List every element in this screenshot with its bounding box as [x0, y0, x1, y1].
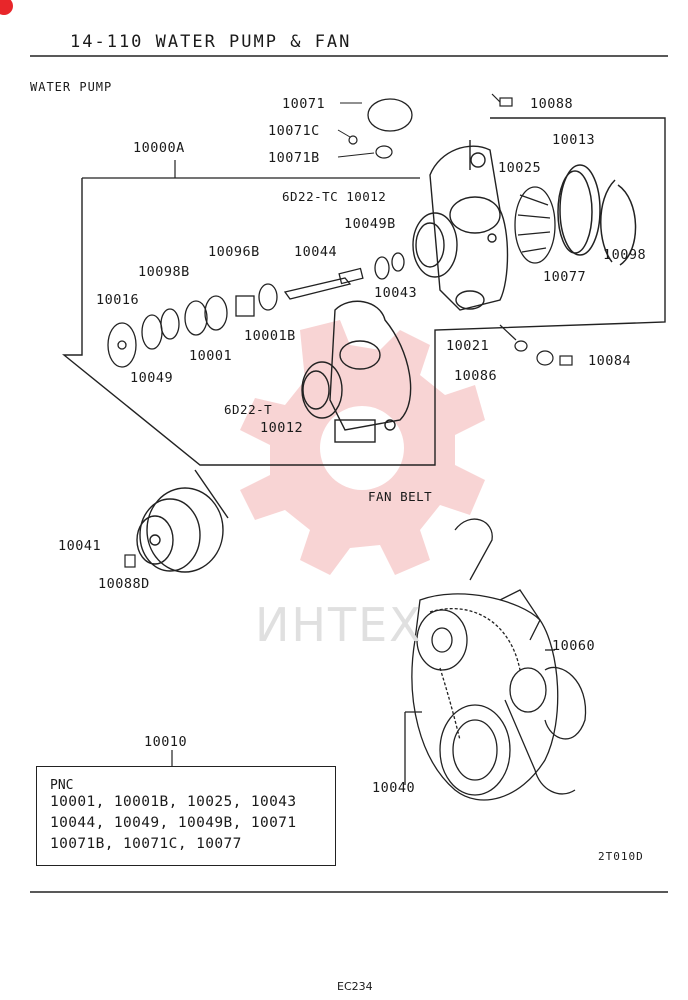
page-footer: EC234 — [337, 980, 373, 993]
part-label-6d22-tc-10012: 6D22-TC 10012 — [282, 189, 387, 204]
o-ring-10071 — [367, 98, 413, 132]
part-label-10088: 10088 — [530, 96, 574, 112]
pnc-title: PNC — [50, 778, 74, 793]
part-label-10049: 10049 — [130, 370, 174, 386]
fan-belt-label: FAN BELT — [368, 489, 433, 504]
bolt-10088d-icon — [124, 554, 136, 568]
part-label-10049b: 10049B — [344, 216, 396, 232]
part-label-10077: 10077 — [543, 269, 587, 285]
part-label-10025: 10025 — [498, 160, 542, 176]
corner-logo-icon — [0, 0, 13, 15]
part-label-10041: 10041 — [58, 538, 102, 554]
pnc-line-3: 10071B, 10071C, 10077 — [50, 836, 242, 852]
cover-10077 — [557, 164, 601, 256]
part-label-10086: 10086 — [454, 368, 498, 384]
pulley-10041 — [136, 469, 229, 573]
figure-code: 2T010D — [598, 850, 644, 863]
part-label-6d22-t: 6D22-T — [224, 402, 273, 417]
part-label-10071: 10071 — [282, 96, 326, 112]
page-title: 14-110 WATER PUMP & FAN — [70, 32, 352, 52]
fittings — [499, 324, 573, 366]
part-label-10040: 10040 — [372, 780, 416, 796]
part-label-10000a: 10000A — [133, 140, 185, 156]
part-label-10098b: 10098B — [138, 264, 190, 280]
part-label-10088d: 10088D — [98, 576, 150, 592]
section-label: WATER PUMP — [30, 80, 113, 94]
pnc-line-1: 10001, 10001B, 10025, 10043 — [50, 794, 297, 810]
impeller-10025 — [514, 186, 556, 264]
part-label-10021: 10021 — [446, 338, 490, 354]
part-label-10016: 10016 — [96, 292, 140, 308]
pump-housing-t — [301, 300, 412, 443]
shaft-10044 — [283, 267, 364, 300]
part-label-10001: 10001 — [189, 348, 233, 364]
watermark-text: ИНТЕХ — [255, 598, 423, 652]
fan-belt-assembly — [404, 518, 587, 801]
watermark-gear-icon — [240, 320, 485, 575]
pump-housing-tc — [412, 140, 509, 311]
part-label-10001b: 10001B — [244, 328, 296, 344]
part-label-10044: 10044 — [294, 244, 338, 260]
part-label-10096b: 10096B — [208, 244, 260, 260]
assembly-outline — [62, 117, 666, 466]
pnc-box — [36, 766, 336, 866]
bolt-10088-icon — [491, 93, 513, 107]
part-label-10071c: 10071C — [268, 123, 320, 139]
part-label-10098: 10098 — [603, 247, 647, 263]
part-label-10010: 10010 — [144, 734, 188, 750]
part-label-10071b: 10071B — [268, 150, 320, 166]
pnc-line-2: 10044, 10049, 10049B, 10071 — [50, 815, 297, 831]
part-label-10013: 10013 — [552, 132, 596, 148]
bearing-components — [107, 252, 405, 368]
part-label-10084: 10084 — [588, 353, 632, 369]
part-label-10043: 10043 — [374, 285, 418, 301]
part-label-10060: 10060 — [552, 638, 596, 654]
part-label-10012: 10012 — [260, 420, 304, 436]
snap-ring-10098 — [600, 179, 637, 266]
